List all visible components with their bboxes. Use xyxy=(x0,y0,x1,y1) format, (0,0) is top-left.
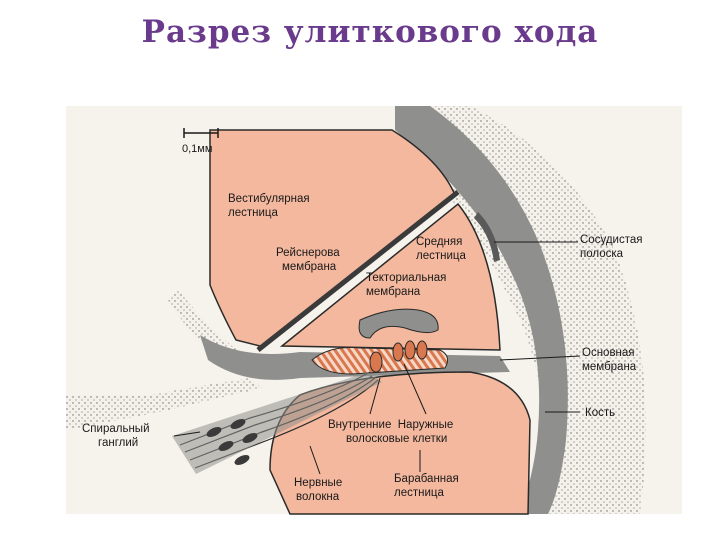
outer-hair-cell-2 xyxy=(405,341,415,359)
outer-hair-cell-1 xyxy=(393,343,403,361)
scale-bar-label: 0,1мм xyxy=(182,143,212,155)
label-bone: Кость xyxy=(585,407,615,419)
outer-hair-cell-3 xyxy=(417,341,427,359)
inner-hair-cell xyxy=(370,352,382,372)
